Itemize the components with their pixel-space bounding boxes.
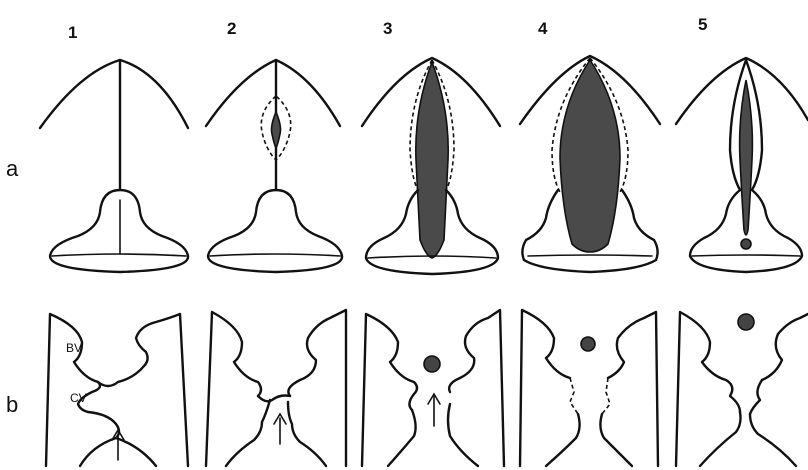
row-label-a: a — [6, 156, 19, 181]
row-b-stage-1-drawing: BV CV — [46, 314, 188, 466]
row-a-stage-5-drawing — [676, 58, 808, 272]
row-a-stage-2-drawing — [206, 60, 342, 272]
row-a-stage-3-drawing — [362, 58, 500, 274]
stage-label-1: 1 — [68, 23, 77, 42]
row-a-stage-1-drawing — [40, 60, 188, 272]
stage-label-3: 3 — [383, 19, 392, 38]
stage-label-4: 4 — [538, 19, 548, 38]
row-a-stage-4-drawing — [520, 56, 660, 272]
row-b-stage-4-drawing — [520, 310, 658, 466]
stage-label-2: 2 — [227, 19, 236, 38]
row-b-stage-5-drawing — [676, 312, 808, 466]
bv-annotation: BV — [66, 341, 82, 355]
stage-label-5: 5 — [698, 15, 707, 34]
row-b-stage-3-drawing — [362, 310, 504, 466]
cv-annotation: CV — [70, 391, 87, 405]
row-b-stage-2-drawing — [206, 310, 346, 466]
row-label-b: b — [6, 392, 18, 417]
